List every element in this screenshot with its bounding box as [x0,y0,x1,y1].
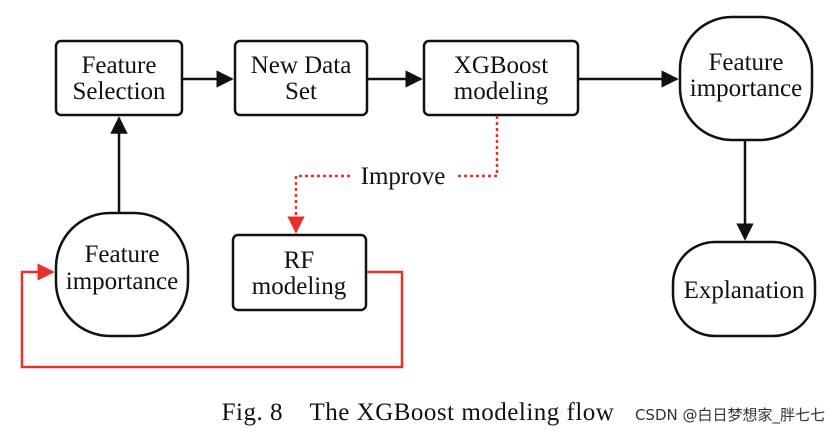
explanation-label: Explanation [684,277,805,304]
improve-label: Improve [361,163,446,190]
xgboost-modeling-line2: modeling [454,78,549,105]
new-data-set-line2: Set [285,78,317,105]
feature-selection-node: Feature Selection [54,39,184,117]
feature-importance-right-line1: Feature [709,49,784,76]
explanation-node: Explanation [671,240,817,338]
rf-modeling-line1: RF [284,247,315,274]
feature-selection-line1: Feature [82,52,157,79]
feature-selection-line2: Selection [72,78,166,105]
improve-dotted-connector [456,116,499,178]
new-data-set-node: New Data Set [233,39,369,117]
watermark-text: CSDN @白日梦想家_胖七七 [635,406,825,425]
xgboost-modeling-node: XGBoost modeling [422,39,580,117]
feature-importance-right-node: Feature importance [678,15,814,142]
feature-importance-right-line2: importance [690,75,802,102]
xgboost-modeling-line1: XGBoost [454,52,549,79]
improve-dotted-arrow [287,174,350,234]
rf-modeling-node: RF modeling [231,233,368,312]
feedback-loop-arrow [20,263,404,369]
feature-importance-left-node: Feature importance [54,211,190,338]
rf-modeling-line2: modeling [252,273,347,300]
feature-importance-left-line2: importance [66,268,178,295]
new-data-set-line1: New Data [251,52,352,79]
figure-caption: Fig. 8 The XGBoost modeling flow [222,399,615,426]
feature-importance-left-line1: Feature [85,241,160,268]
